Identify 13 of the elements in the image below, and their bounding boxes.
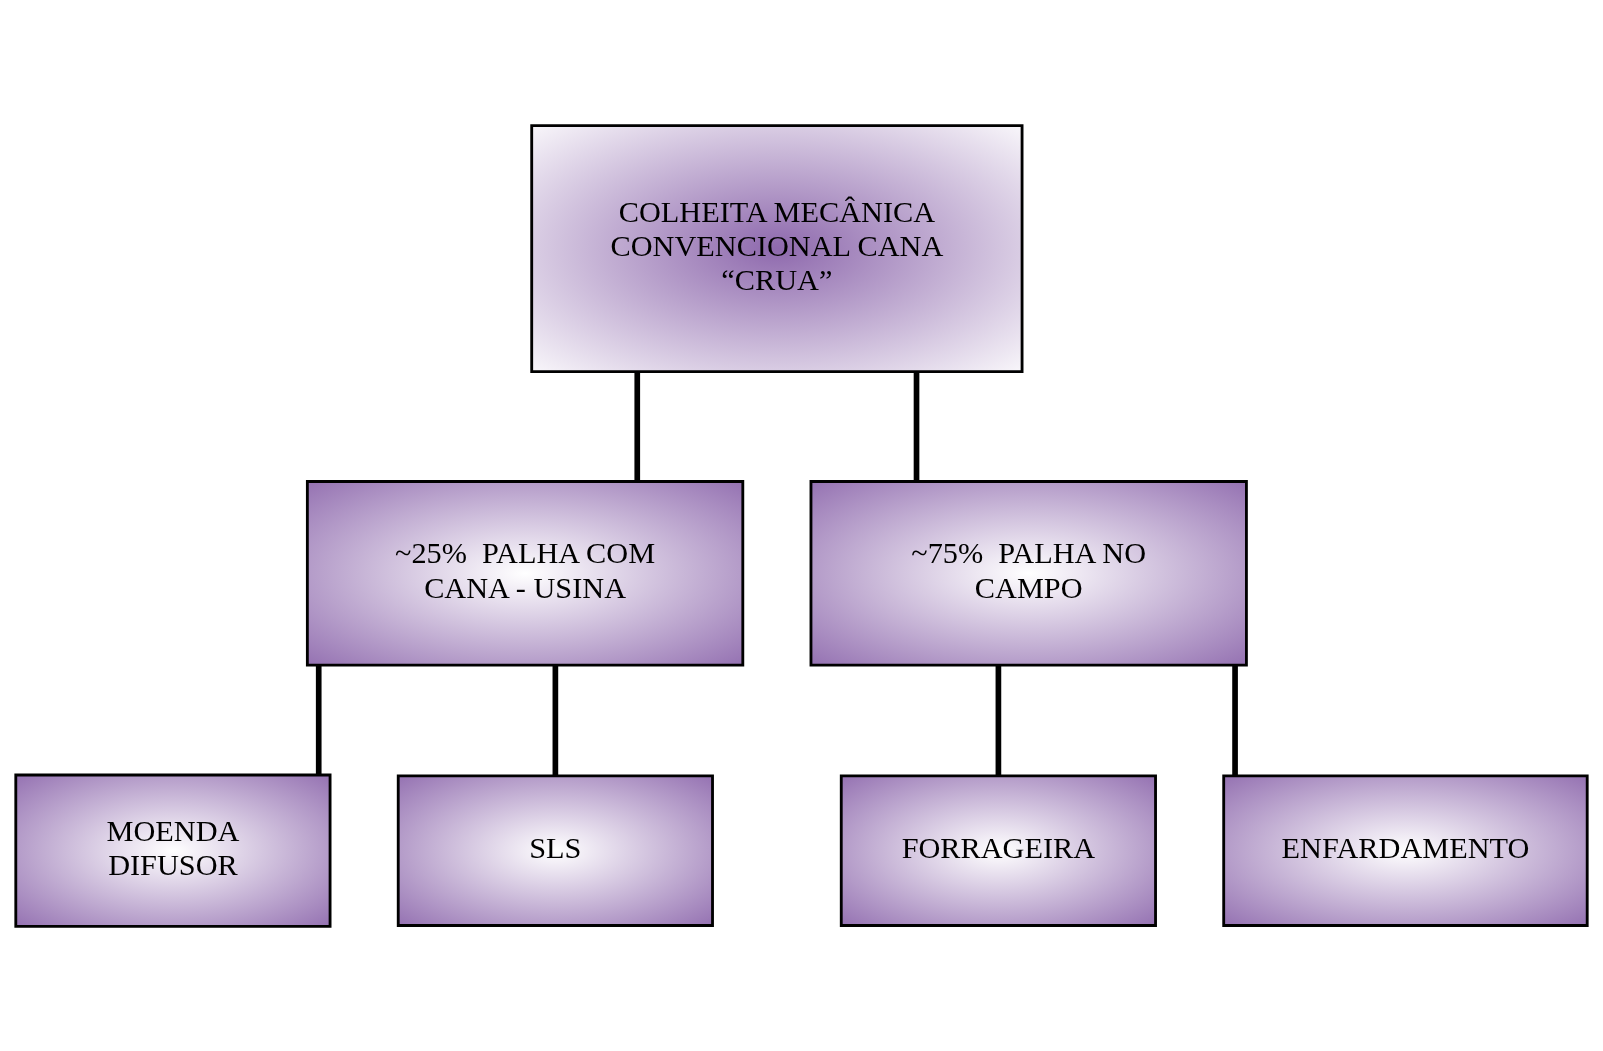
node-box: COLHEITA MECÂNICA CONVENCIONAL CANA “CRUA” bbox=[530, 123, 1024, 373]
node-box: MOENDA DIFUSOR bbox=[14, 773, 332, 928]
node-box: ~25% PALHA COM CANA - USINA bbox=[305, 479, 745, 667]
node-box: SLS bbox=[396, 774, 714, 927]
connector bbox=[315, 665, 322, 774]
connector bbox=[552, 665, 559, 775]
node-box: ENFARDAMENTO bbox=[1222, 774, 1589, 927]
connector bbox=[913, 371, 920, 481]
node-box: ~75% PALHA NO CAMPO bbox=[809, 479, 1248, 667]
connector bbox=[1232, 665, 1238, 775]
connector bbox=[634, 371, 641, 481]
connector bbox=[995, 665, 1002, 775]
node-box: FORRAGEIRA bbox=[839, 774, 1157, 927]
